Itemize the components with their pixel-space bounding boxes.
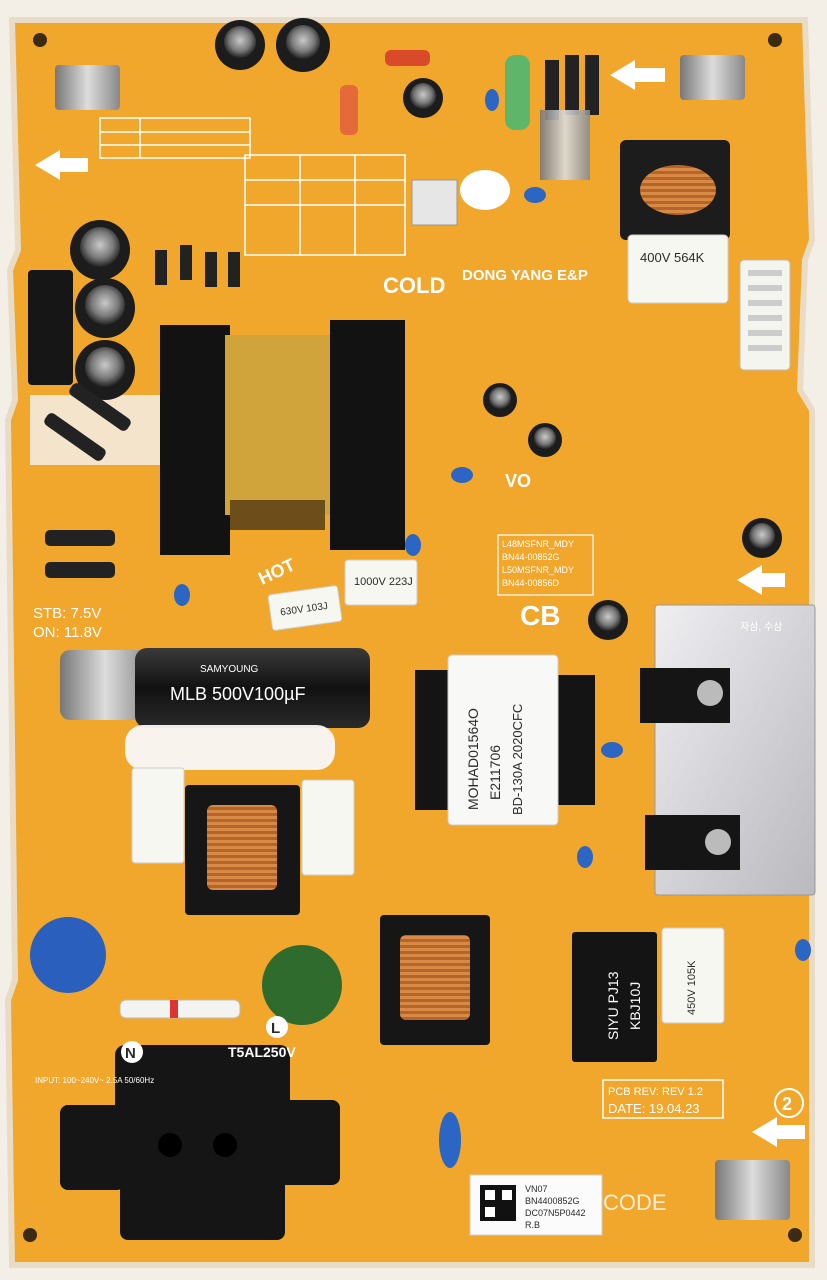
model-block: L48MSFNR_MDY BN44-00852G L50MSFNR_MDY BN… xyxy=(497,534,594,596)
bulk-cap-brand: SAMYOUNG xyxy=(200,664,259,675)
sticker-line-1: VN07 xyxy=(525,1184,548,1194)
common-mode-choke-left xyxy=(185,785,300,915)
fuse xyxy=(119,999,241,1019)
film-capacitor-small xyxy=(267,585,343,631)
varistor-blue xyxy=(30,917,106,993)
left-diodes xyxy=(44,383,131,578)
model-line-3: L50MSFNR_MDY xyxy=(502,565,574,575)
film-capacitor-top-label: 400V 564K xyxy=(640,250,705,265)
axial-resistors-top xyxy=(340,50,599,180)
secondary-transformer xyxy=(415,654,595,826)
bulk-electrolytic-capacitor xyxy=(60,648,370,770)
x-capacitor-right xyxy=(301,779,355,876)
transformer-code-2: E211706 xyxy=(487,745,503,800)
inductor-top-right xyxy=(620,140,730,240)
pcb-rev-box: PCB REV: REV 1.2 DATE: 19.04.23 xyxy=(602,1079,724,1119)
model-line-4: BN44-00856D xyxy=(502,578,560,588)
white-component xyxy=(460,170,510,210)
film-capacitor-mid xyxy=(344,559,418,606)
main-transformer xyxy=(160,320,405,555)
x-capacitor-left xyxy=(131,767,185,864)
ac-inlet xyxy=(60,1045,340,1240)
film-capacitor-bottom xyxy=(661,927,725,1024)
bridge-label-2: SIYU PJ13 xyxy=(605,971,621,1040)
bridge-rectifier xyxy=(572,932,657,1062)
connector-left xyxy=(28,270,73,385)
mounting-holes xyxy=(23,33,802,1242)
circle-marker-n: N xyxy=(125,1045,136,1062)
circle-marker-2: 2 xyxy=(782,1094,792,1114)
cb-label: CB xyxy=(520,600,560,631)
ntc-thermistor xyxy=(262,945,342,1025)
arrow-markers xyxy=(35,60,805,1147)
film-capacitor-mid-label: 1000V 223J xyxy=(354,576,413,588)
connector-lu803 xyxy=(55,65,120,110)
stb-label: STB: 7.5V xyxy=(33,605,101,622)
connector-lu802 xyxy=(680,55,745,100)
model-line-2: BN44-00852G xyxy=(502,552,560,562)
pcb-rev-label: PCB REV: REV 1.2 xyxy=(608,1086,703,1098)
spec-table xyxy=(99,117,406,256)
sticker-line-2: BN4400852G xyxy=(525,1196,580,1206)
aluminum-heatsink xyxy=(640,604,816,896)
trimmer-pot xyxy=(411,179,458,226)
fuse-rating: T5AL250V xyxy=(228,1044,296,1060)
vo-label: VO xyxy=(505,471,531,491)
code-label: CODE xyxy=(603,1190,667,1215)
film-capacitor-bottom-label: 450V 105K xyxy=(686,960,698,1015)
blue-ceramic-caps xyxy=(174,89,811,1168)
on-label: ON: 11.8V xyxy=(33,624,102,641)
bulk-cap-label: MLB 500V100µF xyxy=(170,684,305,704)
sticker-line-3: DC07N5P0442 xyxy=(525,1208,586,1218)
pcb-date-label: DATE: 19.04.23 xyxy=(608,1101,700,1116)
qr-label-sticker: VN07 BN4400852G DC07N5P0442 R.B xyxy=(469,1174,603,1236)
common-mode-choke-right xyxy=(380,915,490,1045)
film-capacitor-top xyxy=(627,234,729,304)
smd-row xyxy=(155,245,240,287)
transformer-code-1: MOHAD01564O xyxy=(465,708,481,810)
cold-label: COLD xyxy=(383,273,445,298)
input-rating: INPUT: 100~240V~ 2.5A 50/60Hz xyxy=(35,1076,154,1085)
brand-label: DONG YANG E&P xyxy=(462,267,588,284)
circle-marker-l: L xyxy=(271,1020,280,1037)
bridge-label-1: KBJ10J xyxy=(627,982,643,1030)
electrolytic-caps-top xyxy=(70,18,782,640)
model-line-1: L48MSFNR_MDY xyxy=(502,539,574,549)
korean-label: 자삼, 수삼 xyxy=(740,621,782,633)
transformer-code-3: BD-130A 2020CFC xyxy=(510,704,525,815)
connector-lu801 xyxy=(715,1160,790,1220)
sticker-line-4: R.B xyxy=(525,1220,540,1230)
